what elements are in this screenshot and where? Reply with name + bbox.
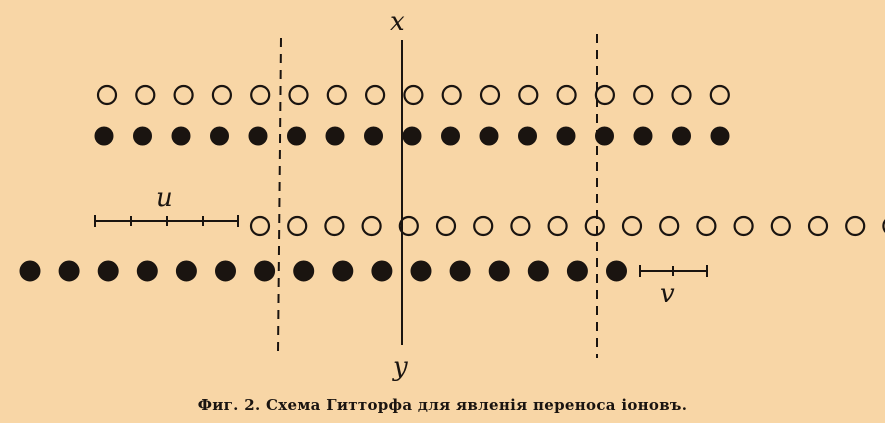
label-u: u: [156, 183, 173, 213]
filled-ion: [566, 260, 588, 282]
open-ion: [633, 84, 654, 106]
open-ion: [556, 84, 577, 106]
filled-ion: [518, 126, 537, 146]
open-ion: [135, 84, 156, 106]
label-y: y: [392, 352, 408, 382]
filled-ion: [527, 260, 549, 282]
open-ion: [441, 84, 462, 106]
filled-ion: [633, 126, 653, 146]
filled-ion: [556, 126, 576, 146]
filled-ion: [97, 260, 119, 282]
open-ion: [733, 215, 754, 237]
open-ion: [287, 215, 308, 237]
open-ion: [594, 84, 616, 106]
filled-ion: [371, 260, 393, 282]
filled-ion: [215, 260, 236, 282]
filled-ion: [672, 126, 691, 146]
open-ion: [671, 84, 692, 106]
open-ion: [435, 215, 457, 237]
open-ion: [621, 215, 643, 237]
filled-ion: [606, 260, 627, 282]
filled-ion: [479, 126, 499, 146]
filled-ion: [58, 260, 80, 282]
open-ion: [518, 84, 539, 106]
u-scale: [94, 215, 239, 227]
filled-ion: [248, 126, 268, 146]
open-ion: [584, 215, 605, 237]
filled-ion: [441, 126, 460, 146]
v-scale: [639, 265, 708, 277]
filled-ion: [175, 260, 197, 282]
filled-ion: [94, 126, 114, 146]
open-ion: [473, 215, 494, 237]
label-x: x: [390, 7, 405, 37]
open-ion: [510, 215, 531, 237]
open-ion: [709, 84, 730, 106]
filled-ion: [254, 260, 276, 282]
open-ion: [211, 84, 232, 106]
filled-ion: [402, 126, 422, 146]
filled-ion: [710, 126, 730, 146]
open-ion: [324, 215, 345, 237]
open-ion: [547, 215, 568, 237]
filled-ion: [325, 126, 345, 146]
open-ion: [288, 84, 309, 106]
open-ion: [882, 219, 885, 233]
filled-ion: [449, 260, 471, 282]
open-ion: [250, 84, 271, 106]
filled-ion: [293, 260, 315, 282]
label-v: v: [660, 279, 675, 309]
open-ion: [361, 215, 382, 237]
open-ion: [173, 84, 194, 106]
figure-caption: Фиг. 2. Схема Гитторфа для явленія перен…: [197, 396, 688, 414]
open-ion: [365, 84, 386, 106]
open-ion: [403, 84, 424, 106]
ion-rows: [19, 84, 885, 282]
open-ion: [326, 84, 347, 106]
filled-ion: [364, 126, 383, 146]
open-ion: [770, 215, 791, 237]
open-ion: [659, 215, 680, 237]
filled-ion: [210, 126, 229, 146]
filled-ion: [171, 126, 191, 146]
left-dashed-boundary: [277, 37, 282, 353]
open-ion: [807, 215, 829, 237]
open-ion: [398, 215, 419, 237]
open-ion: [479, 84, 501, 106]
open-ion: [96, 84, 118, 106]
filled-ion: [19, 260, 41, 282]
filled-ion: [410, 260, 432, 282]
filled-ion: [287, 126, 306, 146]
filled-ion: [136, 260, 158, 282]
open-ion: [696, 215, 717, 237]
open-ion: [845, 215, 866, 237]
filled-ion: [133, 126, 152, 146]
filled-ion: [332, 260, 354, 282]
filled-ion: [488, 260, 510, 282]
open-ion: [249, 215, 271, 237]
filled-ion: [595, 126, 614, 146]
